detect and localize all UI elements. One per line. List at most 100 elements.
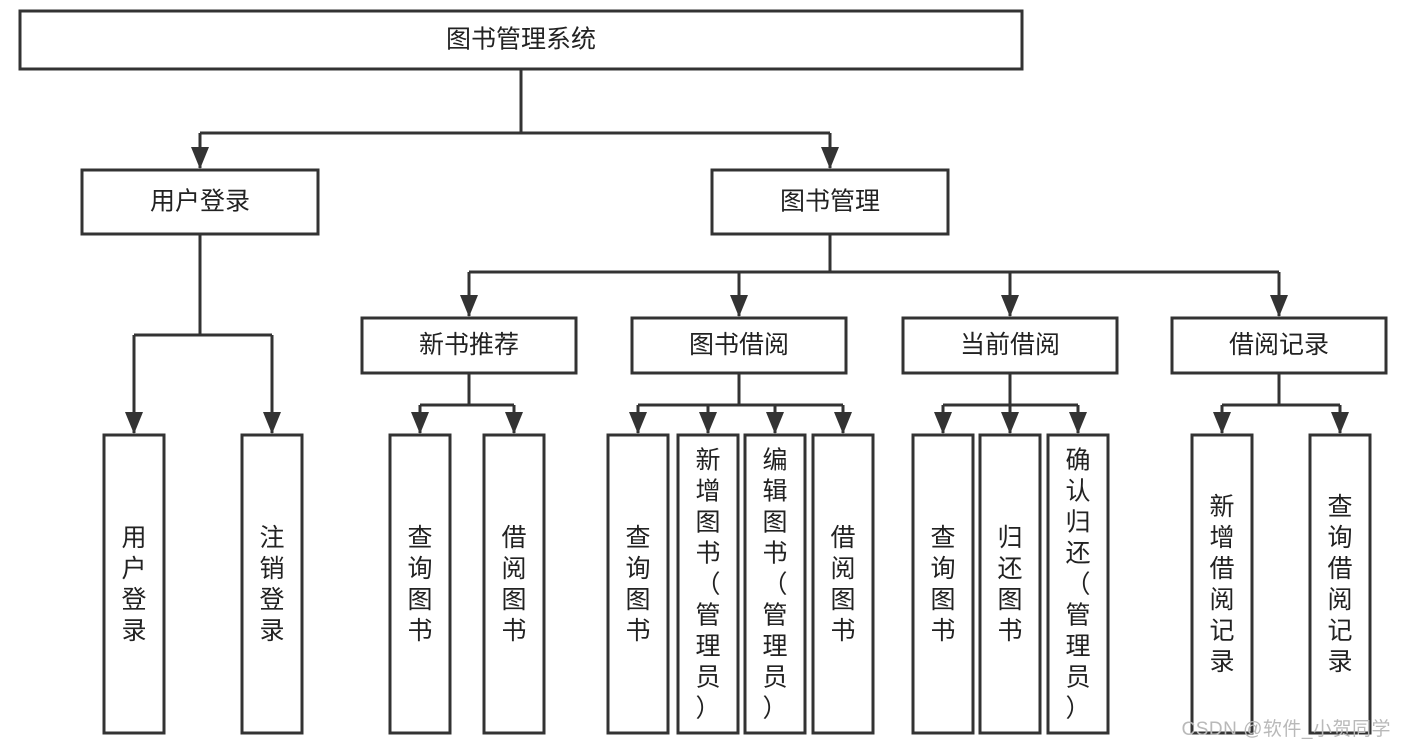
vertical-label-char: 记: [1209, 617, 1234, 645]
vertical-label-char: 销: [259, 555, 284, 583]
arrow-head-icon: [1270, 295, 1288, 317]
node-label-用户登录: 用户登录: [150, 188, 250, 216]
vertical-label-char: ）: [762, 695, 787, 723]
node-leaf-归还图书[interactable]: [978, 433, 1042, 735]
vertical-label-char: 图: [695, 509, 720, 537]
node-label-新书推荐: 新书推荐: [419, 331, 519, 359]
vertical-label-char: 归: [997, 524, 1022, 552]
vertical-label-char: 书: [695, 540, 720, 568]
arrow-head-icon: [125, 412, 143, 434]
node-leaf-确认归还管理员[interactable]: [1046, 433, 1110, 735]
node-label-图书管理: 图书管理: [780, 188, 880, 216]
vertical-label-char: 借: [1209, 555, 1234, 583]
node-leaf-用户登录[interactable]: [102, 433, 166, 735]
node-group-图书借阅[interactable]: [630, 316, 848, 375]
vertical-label-char: 图: [501, 586, 526, 614]
vertical-label-char: 理: [1065, 633, 1090, 661]
node-leaf-查询借阅记录[interactable]: [1308, 433, 1372, 735]
vertical-label-char: 阅: [1327, 586, 1352, 614]
vertical-label-char: 确: [1065, 447, 1090, 475]
vertical-label-char: 图: [930, 586, 955, 614]
arrow-head-icon: [934, 412, 952, 434]
vertical-label-char: 新: [1209, 493, 1234, 521]
node-root-图书管理系统[interactable]: [18, 9, 1024, 71]
arrow-head-icon: [699, 412, 717, 434]
arrow-head-icon: [730, 295, 748, 317]
vertical-label-char: 书: [930, 617, 955, 645]
node-leaf-新增图书管理员[interactable]: [676, 433, 740, 735]
node-label-图书借阅: 图书借阅: [689, 331, 789, 359]
arrow-head-icon: [629, 412, 647, 434]
vertical-label-char: 记: [1327, 617, 1352, 645]
vertical-label-char: 借: [501, 524, 526, 552]
vertical-label-char: 管: [762, 602, 787, 630]
vertical-label-char: 阅: [830, 555, 855, 583]
vertical-label-char: 注: [259, 524, 284, 552]
vertical-label-char: 查: [930, 524, 955, 552]
vertical-label-char: 员: [695, 664, 720, 692]
arrow-head-icon: [1001, 295, 1019, 317]
vertical-label-char: 书: [997, 617, 1022, 645]
vertical-label-char: 询: [407, 555, 432, 583]
node-leaf-借阅图书[interactable]: [811, 433, 875, 735]
node-label-root: 图书管理系统: [446, 26, 596, 54]
vertical-label-char: 增: [695, 478, 720, 506]
vertical-label-char: ）: [695, 695, 720, 723]
vertical-label-char: 图: [407, 586, 432, 614]
arrow-head-icon: [1069, 412, 1087, 434]
vertical-label-char: 询: [1327, 524, 1352, 552]
vertical-label-char: 登: [121, 586, 146, 614]
vertical-label-char: 图: [997, 586, 1022, 614]
arrow-head-icon: [1001, 412, 1019, 434]
arrow-head-icon: [766, 412, 784, 434]
arrow-head-icon: [821, 147, 839, 169]
arrow-head-icon: [1213, 412, 1231, 434]
arrow-head-icon: [411, 412, 429, 434]
vertical-label-char: （: [695, 571, 720, 599]
arrow-head-icon: [1331, 412, 1349, 434]
vertical-label-char: 借: [830, 524, 855, 552]
vertical-label-char: 借: [1327, 555, 1352, 583]
vertical-label-char: 阅: [1209, 586, 1234, 614]
vertical-label-char: 录: [1209, 648, 1234, 676]
vertical-label-char: （: [762, 571, 787, 599]
node-leaf-查询图书[interactable]: [388, 433, 452, 735]
vertical-label-char: 户: [121, 555, 146, 583]
node-leaf-编辑图书管理员[interactable]: [743, 433, 807, 735]
vertical-label-char: 查: [625, 524, 650, 552]
vertical-label-char: 录: [1327, 648, 1352, 676]
vertical-label-char: 管: [1065, 602, 1090, 630]
vertical-label-char: 询: [930, 555, 955, 583]
vertical-label-char: 查: [1327, 493, 1352, 521]
vertical-label-char: 理: [762, 633, 787, 661]
vertical-label-char: 还: [1065, 540, 1090, 568]
vertical-label-char: ）: [1065, 695, 1090, 723]
vertical-label-char: 员: [1065, 664, 1090, 692]
node-leaf-注销登录[interactable]: [240, 433, 304, 735]
vertical-label-char: 录: [259, 617, 284, 645]
vertical-label-char: 书: [625, 617, 650, 645]
vertical-label-char: 图: [625, 586, 650, 614]
arrow-head-icon: [460, 295, 478, 317]
arrow-head-icon: [263, 412, 281, 434]
node-leaf-查询图书[interactable]: [911, 433, 975, 735]
vertical-label-char: （: [1065, 571, 1090, 599]
node-leaf-查询图书[interactable]: [606, 433, 670, 735]
vertical-label-char: 图: [762, 509, 787, 537]
node-leaf-新增借阅记录[interactable]: [1190, 433, 1254, 735]
watermark-text: CSDN @软件_小贺同学: [1181, 719, 1391, 740]
vertical-label-char: 还: [997, 555, 1022, 583]
node-leaf-借阅图书[interactable]: [482, 433, 546, 735]
